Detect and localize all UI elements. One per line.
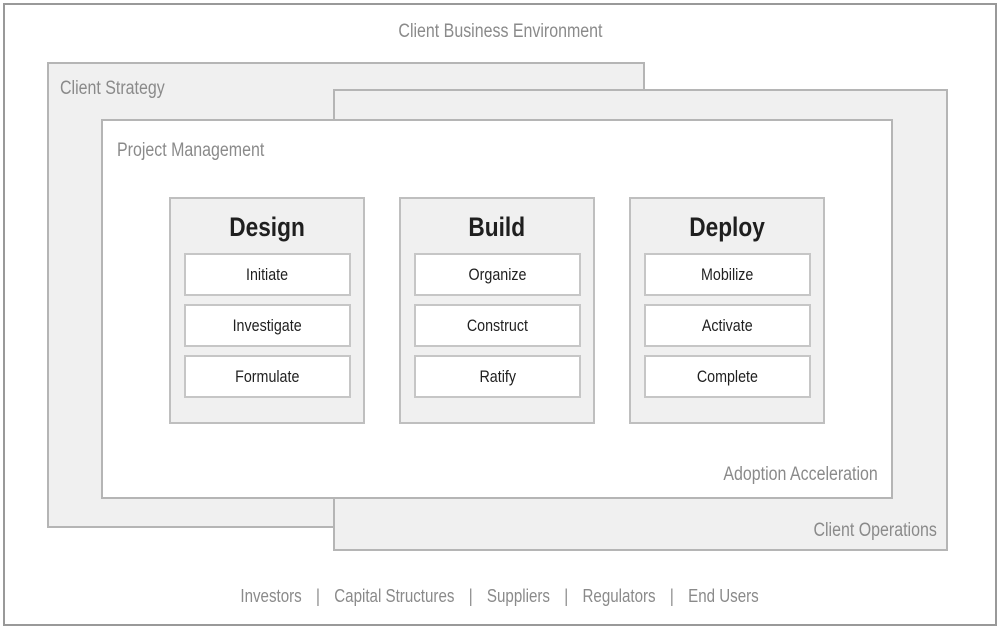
phase-item-investigate: Investigate bbox=[184, 304, 351, 347]
footer-item-investors: Investors bbox=[240, 586, 303, 606]
phase-item-initiate-text: Initiate bbox=[246, 264, 289, 284]
phase-title-deploy: Deploy bbox=[631, 212, 823, 243]
phase-item-complete-text: Complete bbox=[696, 366, 759, 386]
phase-item-construct: Construct bbox=[414, 304, 581, 347]
phase-items-deploy: Mobilize Activate Complete bbox=[644, 253, 811, 406]
adoption-acceleration-label: Adoption Acceleration bbox=[723, 464, 878, 485]
footer-item-regulators: Regulators bbox=[582, 586, 657, 606]
phase-item-activate-text: Activate bbox=[702, 315, 753, 335]
footer-item-end-users: End Users bbox=[688, 586, 760, 606]
footer-separator: | bbox=[564, 586, 569, 606]
footer-item-capital-structures: Capital Structures bbox=[334, 586, 455, 606]
phase-column-design: Design Initiate Investigate Formulate bbox=[169, 197, 365, 424]
phase-item-formulate-text: Formulate bbox=[235, 366, 300, 386]
client-strategy-label-wrap: Client Strategy bbox=[60, 78, 185, 100]
phase-item-ratify-text: Ratify bbox=[479, 366, 516, 386]
client-operations-label: Client Operations bbox=[813, 520, 937, 541]
footer-item-suppliers: Suppliers bbox=[487, 586, 551, 606]
phase-item-organize-text: Organize bbox=[468, 264, 527, 284]
phase-item-organize: Organize bbox=[414, 253, 581, 296]
phase-item-construct-text: Construct bbox=[466, 315, 529, 335]
stakeholders-footer-text: Investors | Capital Structures | Supplie… bbox=[241, 586, 759, 607]
phase-title-build-text: Build bbox=[468, 212, 526, 242]
phase-column-build: Build Organize Construct Ratify bbox=[399, 197, 595, 424]
phase-item-investigate-text: Investigate bbox=[232, 315, 303, 335]
phase-item-mobilize: Mobilize bbox=[644, 253, 811, 296]
phase-item-ratify: Ratify bbox=[414, 355, 581, 398]
phase-column-deploy: Deploy Mobilize Activate Complete bbox=[629, 197, 825, 424]
client-business-environment-label: Client Business Environment bbox=[397, 21, 603, 42]
footer-separator: | bbox=[316, 586, 321, 606]
project-management-label-wrap: Project Management bbox=[117, 140, 292, 162]
footer-separator: | bbox=[670, 586, 675, 606]
phase-item-formulate: Formulate bbox=[184, 355, 351, 398]
project-management-label: Project Management bbox=[117, 140, 265, 161]
client-business-environment-title: Client Business Environment bbox=[0, 21, 1000, 43]
phase-item-mobilize-text: Mobilize bbox=[701, 264, 754, 284]
footer-separator: | bbox=[469, 586, 474, 606]
phase-columns-row: Design Initiate Investigate Formulate bbox=[169, 197, 825, 424]
phase-items-build: Organize Construct Ratify bbox=[414, 253, 581, 406]
phase-item-complete: Complete bbox=[644, 355, 811, 398]
client-strategy-label: Client Strategy bbox=[60, 78, 165, 99]
phase-title-deploy-text: Deploy bbox=[689, 212, 765, 242]
project-management-box: Project Management Design Initiate Inves… bbox=[101, 119, 893, 499]
adoption-acceleration-label-wrap: Adoption Acceleration bbox=[694, 464, 878, 486]
phase-item-initiate: Initiate bbox=[184, 253, 351, 296]
phase-title-build: Build bbox=[401, 212, 593, 243]
phase-item-activate: Activate bbox=[644, 304, 811, 347]
phase-items-design: Initiate Investigate Formulate bbox=[184, 253, 351, 406]
phase-title-design-text: Design bbox=[229, 212, 305, 242]
phase-title-design: Design bbox=[171, 212, 363, 243]
stakeholders-footer: Investors | Capital Structures | Supplie… bbox=[0, 586, 1000, 607]
client-operations-label-wrap: Client Operations bbox=[790, 520, 937, 542]
